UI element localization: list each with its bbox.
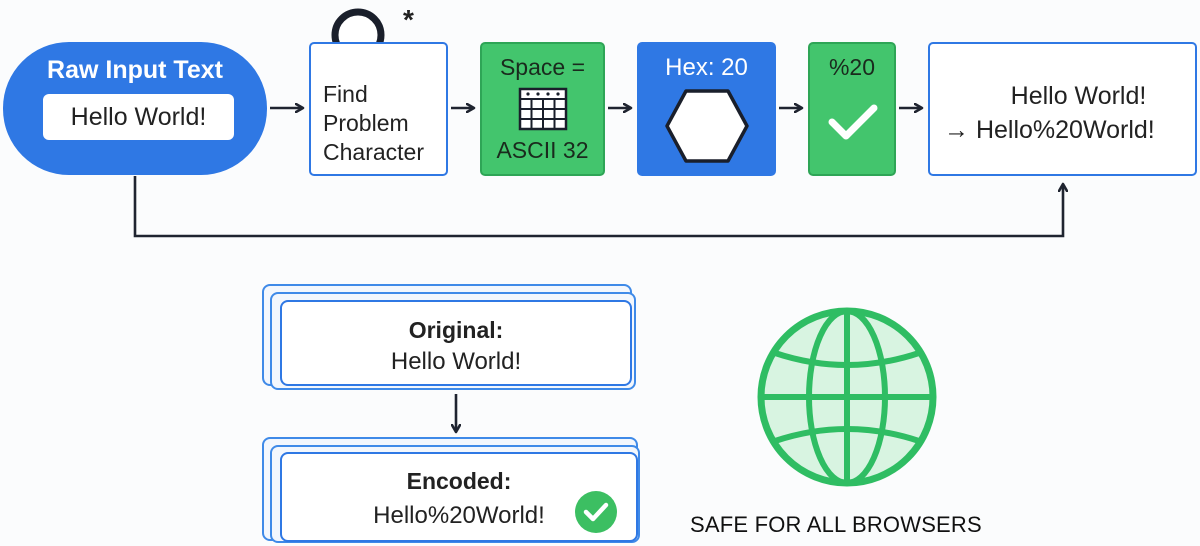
space-ascii-node: Space = ASCII 32 (480, 42, 605, 176)
raw-input-value: Hello World! (43, 94, 234, 140)
hex-node: Hex: 20 (637, 42, 776, 176)
find-line-3: Character (323, 139, 424, 165)
encoded-value: Hello%20World! (373, 502, 545, 529)
ascii-label: ASCII 32 (496, 137, 589, 163)
result-encoded-text: → Hello%20World! (944, 116, 1155, 144)
success-check-icon (575, 491, 617, 533)
encoded-card: Encoded: Hello%20World! (280, 452, 638, 542)
calendar-grid-icon (518, 87, 568, 131)
globe-icon (757, 307, 937, 487)
encoded-title: Encoded: (406, 468, 512, 494)
hex-label: Hex: 20 (665, 54, 748, 81)
original-value: Hello World! (390, 348, 522, 375)
raw-input-title: Raw Input Text (47, 56, 223, 84)
find-line-2: Problem (323, 110, 409, 136)
percent-encoding-node: %20 (808, 42, 896, 176)
find-problem-character-node: Find Problem Character (309, 42, 448, 176)
original-title: Original: (408, 317, 504, 343)
hexagon-icon (665, 89, 749, 163)
result-node: Hello World! → Hello%20World! (928, 42, 1197, 176)
bypass-arrow (133, 176, 1063, 238)
percent-label: %20 (828, 54, 876, 80)
result-original-text: Hello World! (1010, 82, 1147, 110)
safe-for-all-browsers-label: SAFE FOR ALL BROWSERS (690, 512, 982, 537)
find-line-1: Find (323, 81, 368, 107)
asterisk-mark: * (403, 4, 414, 35)
checkmark-icon (828, 104, 878, 140)
find-node-text: Find Problem Character (323, 80, 448, 167)
original-card: Original: Hello World! (280, 300, 632, 386)
raw-input-node: Raw Input Text Hello World! (3, 42, 267, 175)
space-label: Space = (499, 54, 586, 80)
